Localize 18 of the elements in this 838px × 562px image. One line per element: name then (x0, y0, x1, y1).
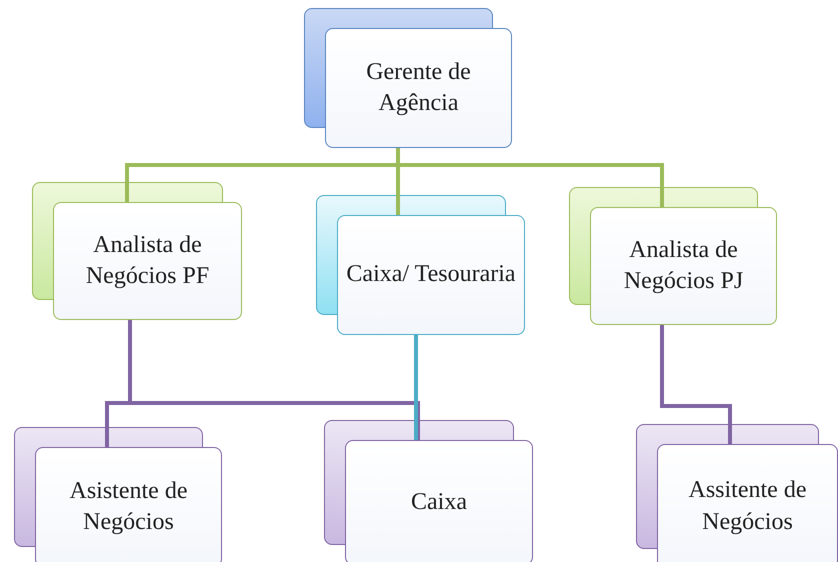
role-box (325, 28, 512, 148)
role-label: Analista de Negócios PF (84, 230, 210, 291)
role-box (53, 202, 242, 320)
connector-line (128, 320, 420, 440)
role-box (590, 207, 777, 325)
role-label: Assitente de Negócios (688, 476, 808, 536)
role-label: Analista de Negócios PJ (622, 236, 744, 296)
connector-line (396, 148, 664, 207)
role-label: Caixa (410, 488, 468, 517)
role-label: Caixa/ Tesouraria (345, 260, 517, 290)
connector-line (414, 335, 418, 440)
role-box (337, 215, 525, 335)
role-box (35, 447, 222, 562)
role-box (345, 440, 533, 562)
role-label: Gerente de Agência (365, 58, 472, 118)
role-label: Asistente de Negócios (68, 476, 188, 537)
role-box (657, 444, 838, 562)
connector-line (660, 325, 732, 444)
